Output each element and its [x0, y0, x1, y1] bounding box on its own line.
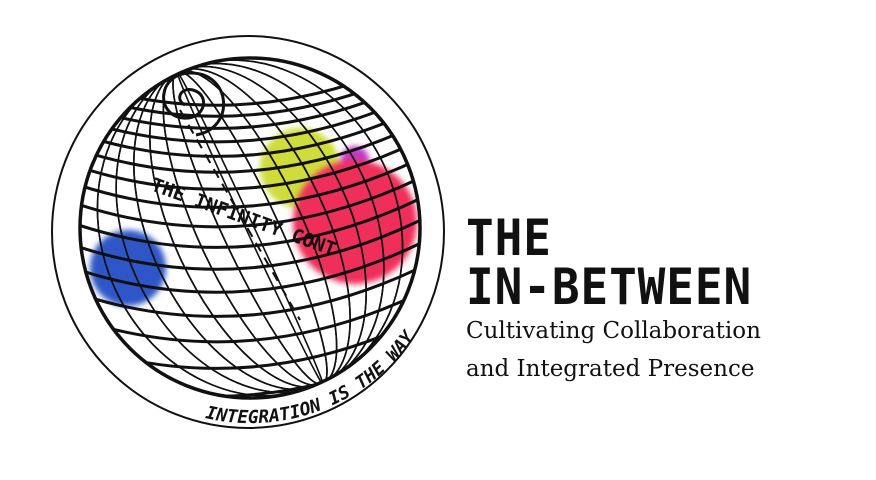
latitude-line	[80, 129, 420, 191]
infinity-container-globe-logo: THE INFINITY CONTAINER INTEGRATION IS TH…	[0, 0, 445, 429]
heading-line-2: IN-BETWEEN	[466, 258, 753, 316]
axis-dashed-line	[179, 109, 301, 321]
latitude-line	[80, 81, 420, 144]
tagline-line-1: Cultivating Collaboration	[466, 318, 761, 344]
spiral-icon	[162, 71, 225, 137]
outer-orbit-ring	[51, 35, 445, 429]
latitude-line	[80, 209, 420, 271]
latitude-line	[80, 256, 420, 318]
latitude-line	[80, 112, 420, 174]
globe-outline	[78, 56, 422, 400]
latitude-line	[80, 147, 420, 209]
heading-line-1: THE	[466, 209, 552, 267]
tagline-line-2: and Integrated Presence	[466, 356, 755, 382]
latitude-line	[80, 187, 420, 249]
latitude-line	[80, 166, 420, 229]
